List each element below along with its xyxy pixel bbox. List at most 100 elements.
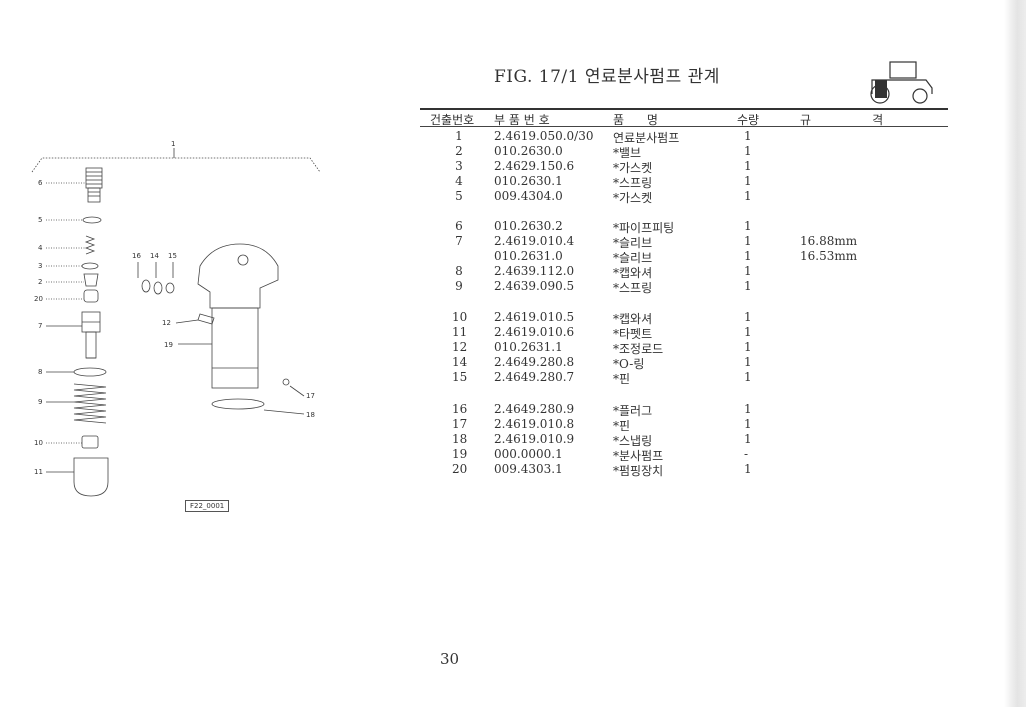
part-number: 2.4619.010.8 (494, 417, 575, 431)
callout-2: 2 (38, 278, 42, 286)
item-number: 4 (455, 174, 463, 188)
quantity: 1 (744, 402, 752, 416)
part-number: 010.2630.2 (494, 219, 563, 233)
part-name: *O-링 (613, 357, 645, 371)
part-number: 009.4303.1 (494, 462, 563, 476)
specification: 16.53mm (800, 249, 858, 263)
part-number: 009.4304.0 (494, 189, 563, 203)
part-number: 010.2631.1 (494, 340, 563, 354)
part-name: *슬리브 (613, 251, 653, 265)
item-number: 5 (455, 189, 463, 203)
header-spec: 규 격 (800, 113, 884, 127)
quantity: 1 (744, 432, 752, 446)
part-number: 010.2631.0 (494, 249, 563, 263)
part-number: 2.4619.010.4 (494, 234, 575, 248)
part-name: *캡와셔 (613, 266, 653, 280)
part-number: 2.4649.280.9 (494, 402, 575, 416)
header-part-name: 품 명 (613, 113, 658, 127)
part-name: *핀 (613, 419, 631, 433)
item-number: 6 (455, 219, 463, 233)
quantity: - (744, 447, 749, 461)
callout-6: 6 (38, 179, 43, 187)
part-name: *플러그 (613, 404, 653, 418)
part-number: 000.0000.1 (494, 447, 563, 461)
part-number: 010.2630.1 (494, 174, 563, 188)
item-number: 8 (455, 264, 463, 278)
part-number: 2.4619.010.5 (494, 310, 575, 324)
part-number: 2.4649.280.8 (494, 355, 575, 369)
callout-1: 1 (171, 140, 175, 148)
part-name: *스냅링 (613, 434, 653, 448)
callout-9: 9 (38, 398, 42, 406)
table-top-rule (420, 108, 948, 110)
item-number: 11 (452, 325, 468, 339)
callout-12: 12 (162, 319, 171, 327)
part-name: *슬리브 (613, 236, 653, 250)
item-number: 10 (452, 310, 468, 324)
quantity: 1 (744, 234, 752, 248)
item-number: 1 (455, 129, 463, 143)
part-number: 2.4619.050.0/30 (494, 129, 594, 143)
drawing-code: F22_0001 (185, 500, 230, 512)
part-name: *조정로드 (613, 342, 664, 356)
scan-edge-shadow (1004, 0, 1026, 707)
part-name: *분사펌프 (613, 449, 664, 463)
item-number: 7 (455, 234, 463, 248)
item-number: 20 (452, 462, 468, 476)
quantity: 1 (744, 174, 752, 188)
part-name: *펌핑장치 (613, 464, 664, 478)
callout-14: 14 (150, 252, 159, 260)
page-number: 30 (440, 650, 460, 668)
part-number: 2.4639.090.5 (494, 279, 575, 293)
callout-19: 19 (164, 341, 173, 349)
callout-20: 20 (34, 295, 43, 303)
figure-title: FIG. 17/1 연료분사펌프 관계 (494, 67, 720, 87)
item-number: 15 (452, 370, 468, 384)
specification: 16.88mm (800, 234, 858, 248)
quantity: 1 (744, 189, 752, 203)
quantity: 1 (744, 159, 752, 173)
part-name: *밸브 (613, 146, 642, 160)
part-name: 연료분사펌프 (613, 131, 680, 145)
callout-3: 3 (38, 262, 42, 270)
quantity: 1 (744, 310, 752, 324)
part-name: *타펫트 (613, 327, 653, 341)
table-header-rule (420, 126, 948, 127)
quantity: 1 (744, 249, 752, 263)
callout-5: 5 (38, 216, 42, 224)
quantity: 1 (744, 340, 752, 354)
part-name: *스프링 (613, 281, 653, 295)
item-number: 18 (452, 432, 468, 446)
part-name: *가스켓 (613, 161, 653, 175)
part-name: *캡와셔 (613, 312, 653, 326)
quantity: 1 (744, 462, 752, 476)
callout-4: 4 (38, 244, 43, 252)
exploded-parts-diagram: 1 6 5 4 3 2 20 7 8 9 10 11 16 14 15 12 1… (31, 140, 321, 497)
quantity: 1 (744, 144, 752, 158)
header-quantity: 수량 (737, 113, 760, 127)
part-number: 2.4619.010.9 (494, 432, 575, 446)
item-number: 3 (455, 159, 463, 173)
part-number: 2.4629.150.6 (494, 159, 575, 173)
item-number: 19 (452, 447, 468, 461)
quantity: 1 (744, 264, 752, 278)
part-name: *파이프피팅 (613, 221, 675, 235)
header-part-number: 부 품 번 호 (494, 113, 550, 127)
part-number: 2.4639.112.0 (494, 264, 575, 278)
part-name: *스프링 (613, 176, 653, 190)
callout-7: 7 (38, 322, 42, 330)
quantity: 1 (744, 417, 752, 431)
quantity: 1 (744, 279, 752, 293)
item-number: 17 (452, 417, 468, 431)
quantity: 1 (744, 219, 752, 233)
tractor-icon (870, 61, 933, 104)
item-number: 16 (452, 402, 468, 416)
quantity: 1 (744, 355, 752, 369)
callout-16: 16 (132, 252, 141, 260)
callout-10: 10 (34, 439, 43, 447)
part-name: *핀 (613, 372, 631, 386)
item-number: 2 (455, 144, 463, 158)
callout-11: 11 (34, 468, 43, 476)
quantity: 1 (744, 370, 752, 384)
callout-8: 8 (38, 368, 42, 376)
